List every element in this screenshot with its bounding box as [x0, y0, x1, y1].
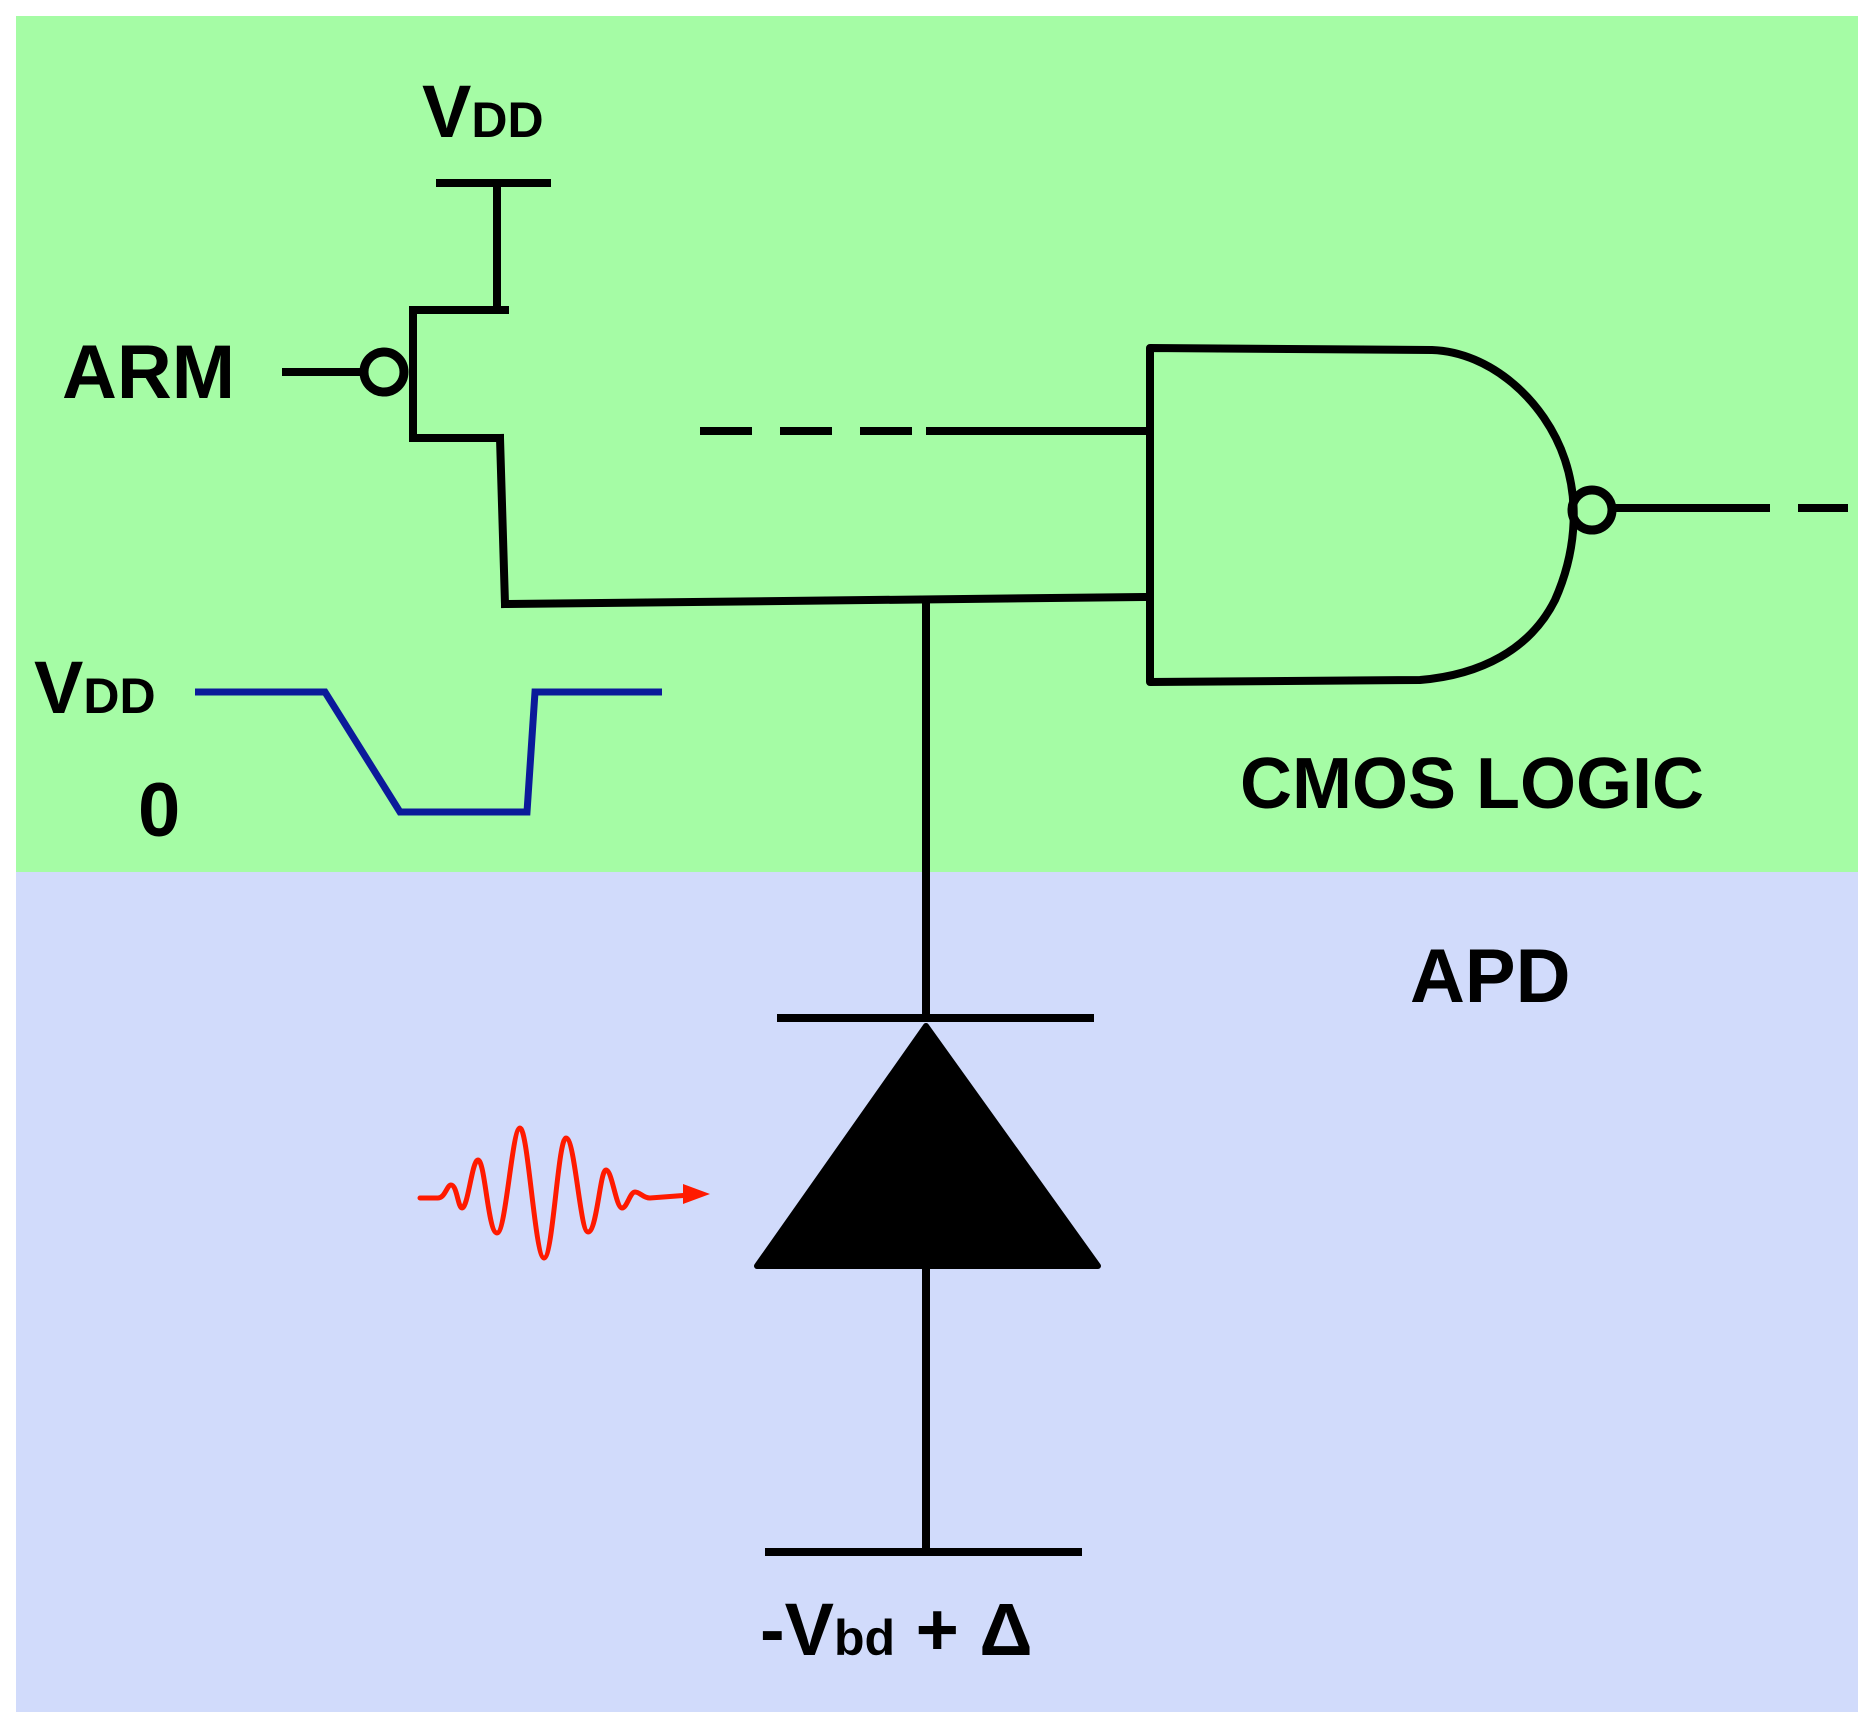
vdd-top-main: V [422, 70, 471, 153]
pmos-drain-drop [495, 433, 510, 609]
cmos-logic-region [16, 16, 1858, 872]
bias-suffix: + Δ [895, 1588, 1033, 1671]
vdd-wave-label: VDD [34, 646, 156, 729]
bias-label: -Vbd + Δ [760, 1588, 1033, 1671]
apd-label: APD [1410, 934, 1570, 1019]
vdd-wave-main: V [34, 646, 83, 729]
nand-gate-body [1146, 344, 1578, 686]
bias-prefix: -V [760, 1588, 834, 1671]
arm-label: ARM [62, 330, 235, 415]
zero-label: 0 [138, 768, 180, 853]
cmos-logic-label: CMOS LOGIC [1240, 744, 1704, 824]
wires [282, 179, 1858, 1556]
nand-output-bubble [1567, 485, 1617, 535]
photon-arrow [417, 1125, 710, 1261]
vdd-top-label: VDD [422, 70, 544, 153]
diode-triangle [754, 1023, 1101, 1269]
vdd-wave-sub: DD [83, 668, 155, 724]
photon-arrowhead [683, 1184, 710, 1204]
bias-sub: bd [834, 1610, 895, 1666]
arm-waveform [195, 688, 662, 816]
node-wire [500, 592, 1153, 609]
photon-wave [417, 1125, 693, 1261]
apd-region [16, 872, 1858, 1712]
pmos-gate-bubble [359, 347, 409, 397]
vdd-top-sub: DD [471, 92, 543, 148]
